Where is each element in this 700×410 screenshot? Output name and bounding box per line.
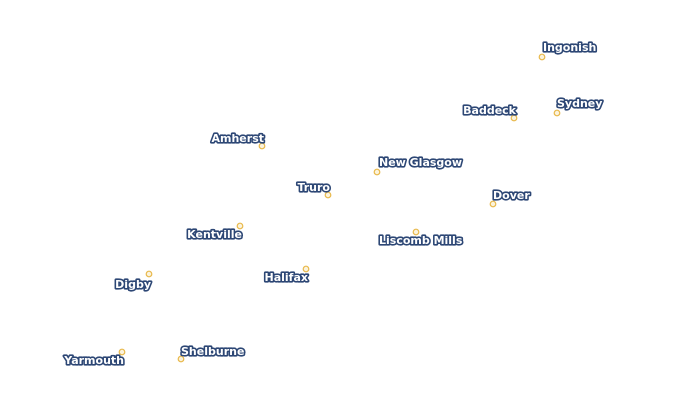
town-label: Ingonish (543, 41, 596, 54)
town-marker[interactable] (302, 265, 310, 273)
town-digby[interactable]: Digby (114, 270, 153, 293)
town-label: Yarmouth (63, 354, 124, 367)
town-ingonish[interactable]: Ingonish (538, 39, 598, 61)
town-truro[interactable]: Truro (296, 179, 332, 199)
town-marker[interactable] (510, 114, 518, 122)
town-label: Amherst (212, 132, 265, 145)
town-label: Liscomb Mills (379, 234, 463, 247)
town-marker[interactable] (373, 168, 381, 176)
town-label: Dover (493, 189, 530, 202)
town-baddeck[interactable]: Baddeck (462, 102, 518, 122)
town-marker[interactable] (145, 270, 153, 278)
town-label: New Glasgow (379, 156, 462, 169)
town-new-glasgow[interactable]: New Glasgow (373, 154, 464, 176)
town-marker[interactable] (177, 355, 185, 363)
town-marker[interactable] (489, 200, 497, 208)
town-halifax[interactable]: Halifax (263, 265, 310, 286)
town-label: Sydney (557, 97, 602, 110)
town-marker[interactable] (538, 53, 546, 61)
town-label: Kentville (187, 228, 242, 241)
town-kentville[interactable]: Kentville (186, 222, 244, 243)
town-label: Digby (115, 278, 151, 291)
town-label: Halifax (265, 271, 308, 284)
town-shelburne[interactable]: Shelburne (177, 343, 246, 363)
town-marker[interactable] (118, 348, 126, 356)
town-liscomb-mills[interactable]: Liscomb Mills (377, 228, 464, 249)
town-marker[interactable] (258, 142, 266, 150)
town-label: Baddeck (463, 104, 517, 117)
town-marker[interactable] (236, 222, 244, 230)
town-label: Truro (297, 181, 330, 194)
town-dover[interactable]: Dover (489, 187, 532, 208)
town-marker[interactable] (553, 109, 561, 117)
town-label: Shelburne (181, 345, 244, 358)
town-yarmouth[interactable]: Yarmouth (62, 348, 126, 369)
town-sydney[interactable]: Sydney (553, 95, 604, 117)
town-marker[interactable] (324, 191, 332, 199)
town-marker[interactable] (412, 228, 420, 236)
town-amherst[interactable]: Amherst (210, 130, 266, 150)
